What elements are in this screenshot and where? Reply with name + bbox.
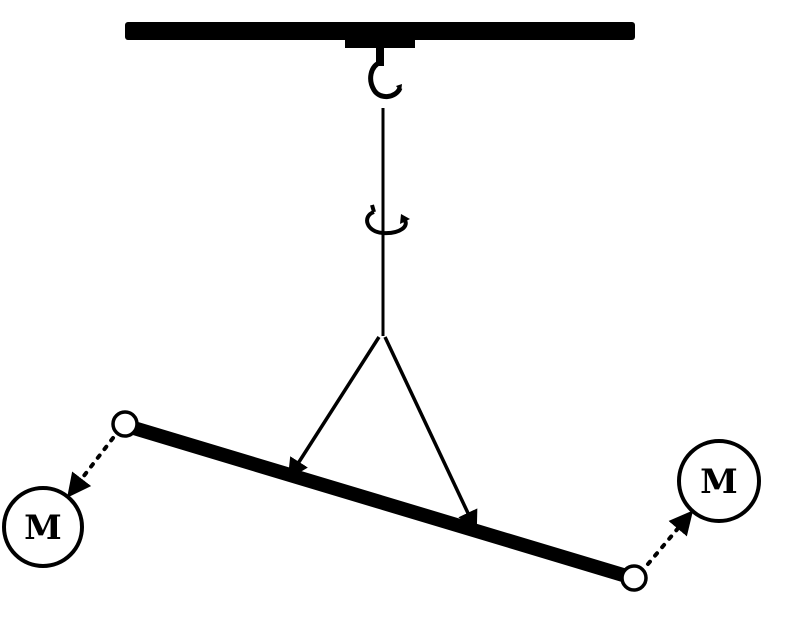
attraction-line-left	[67, 436, 115, 498]
small-sphere-right	[620, 564, 648, 592]
mass-label-right: M	[700, 462, 738, 502]
ceiling-support	[125, 22, 635, 48]
small-sphere-left	[111, 410, 139, 438]
suspension-wires	[287, 336, 478, 532]
suspension-hook	[368, 44, 403, 99]
rotation-arrow-icon	[365, 204, 410, 236]
mass-label-left: M	[24, 508, 62, 548]
balance-rod	[120, 419, 640, 585]
large-mass-right: M	[677, 439, 761, 523]
attraction-line-right	[646, 510, 694, 566]
large-mass-left: M	[2, 486, 84, 568]
